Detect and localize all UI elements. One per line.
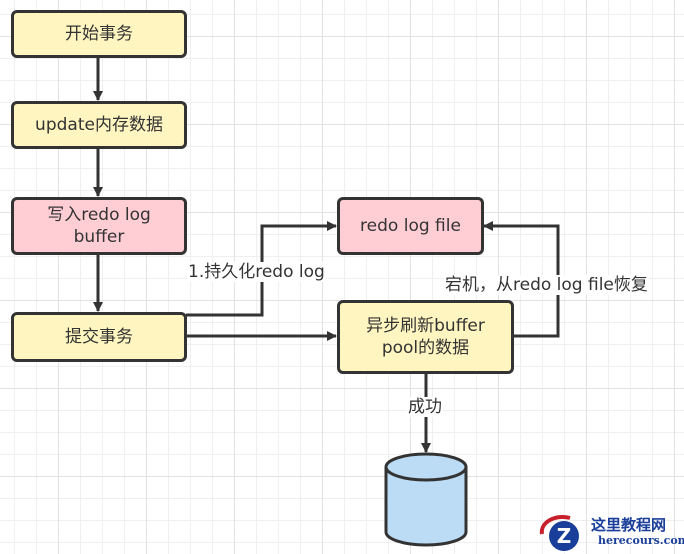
node-commit-transaction[interactable]: 提交事务 — [11, 312, 187, 362]
watermark-domain: herecours.com — [598, 534, 684, 547]
edge-label-crash-recover: 宕机，从redo log file恢复 — [444, 275, 649, 295]
node-label: 开始事务 — [65, 24, 133, 44]
svg-text:Z: Z — [557, 524, 572, 548]
node-write-redo-buffer[interactable]: 写入redo log buffer — [11, 197, 187, 255]
watermark-logo: Z 这里教程网 herecours.com — [536, 512, 684, 554]
node-start-transaction[interactable]: 开始事务 — [11, 10, 187, 58]
database-cylinder — [384, 452, 468, 547]
node-label: redo log file — [360, 216, 461, 236]
node-label: 提交事务 — [65, 327, 133, 347]
node-async-flush[interactable]: 异步刷新buffer pool的数据 — [337, 300, 514, 374]
node-label: update内存数据 — [35, 115, 163, 135]
node-label: 写入redo log buffer — [47, 205, 151, 247]
z-logo-icon: Z — [539, 515, 579, 551]
node-redo-log-file[interactable]: redo log file — [337, 197, 484, 255]
node-update-memory[interactable]: update内存数据 — [11, 101, 187, 149]
node-label: 异步刷新buffer pool的数据 — [366, 316, 485, 358]
edge-label-persist-redo: 1.持久化redo log — [187, 262, 326, 282]
watermark-title: 这里教程网 — [591, 516, 667, 534]
edge-label-success: 成功 — [407, 397, 443, 417]
cylinder-top — [384, 452, 468, 482]
cylinder-body — [384, 467, 468, 547]
